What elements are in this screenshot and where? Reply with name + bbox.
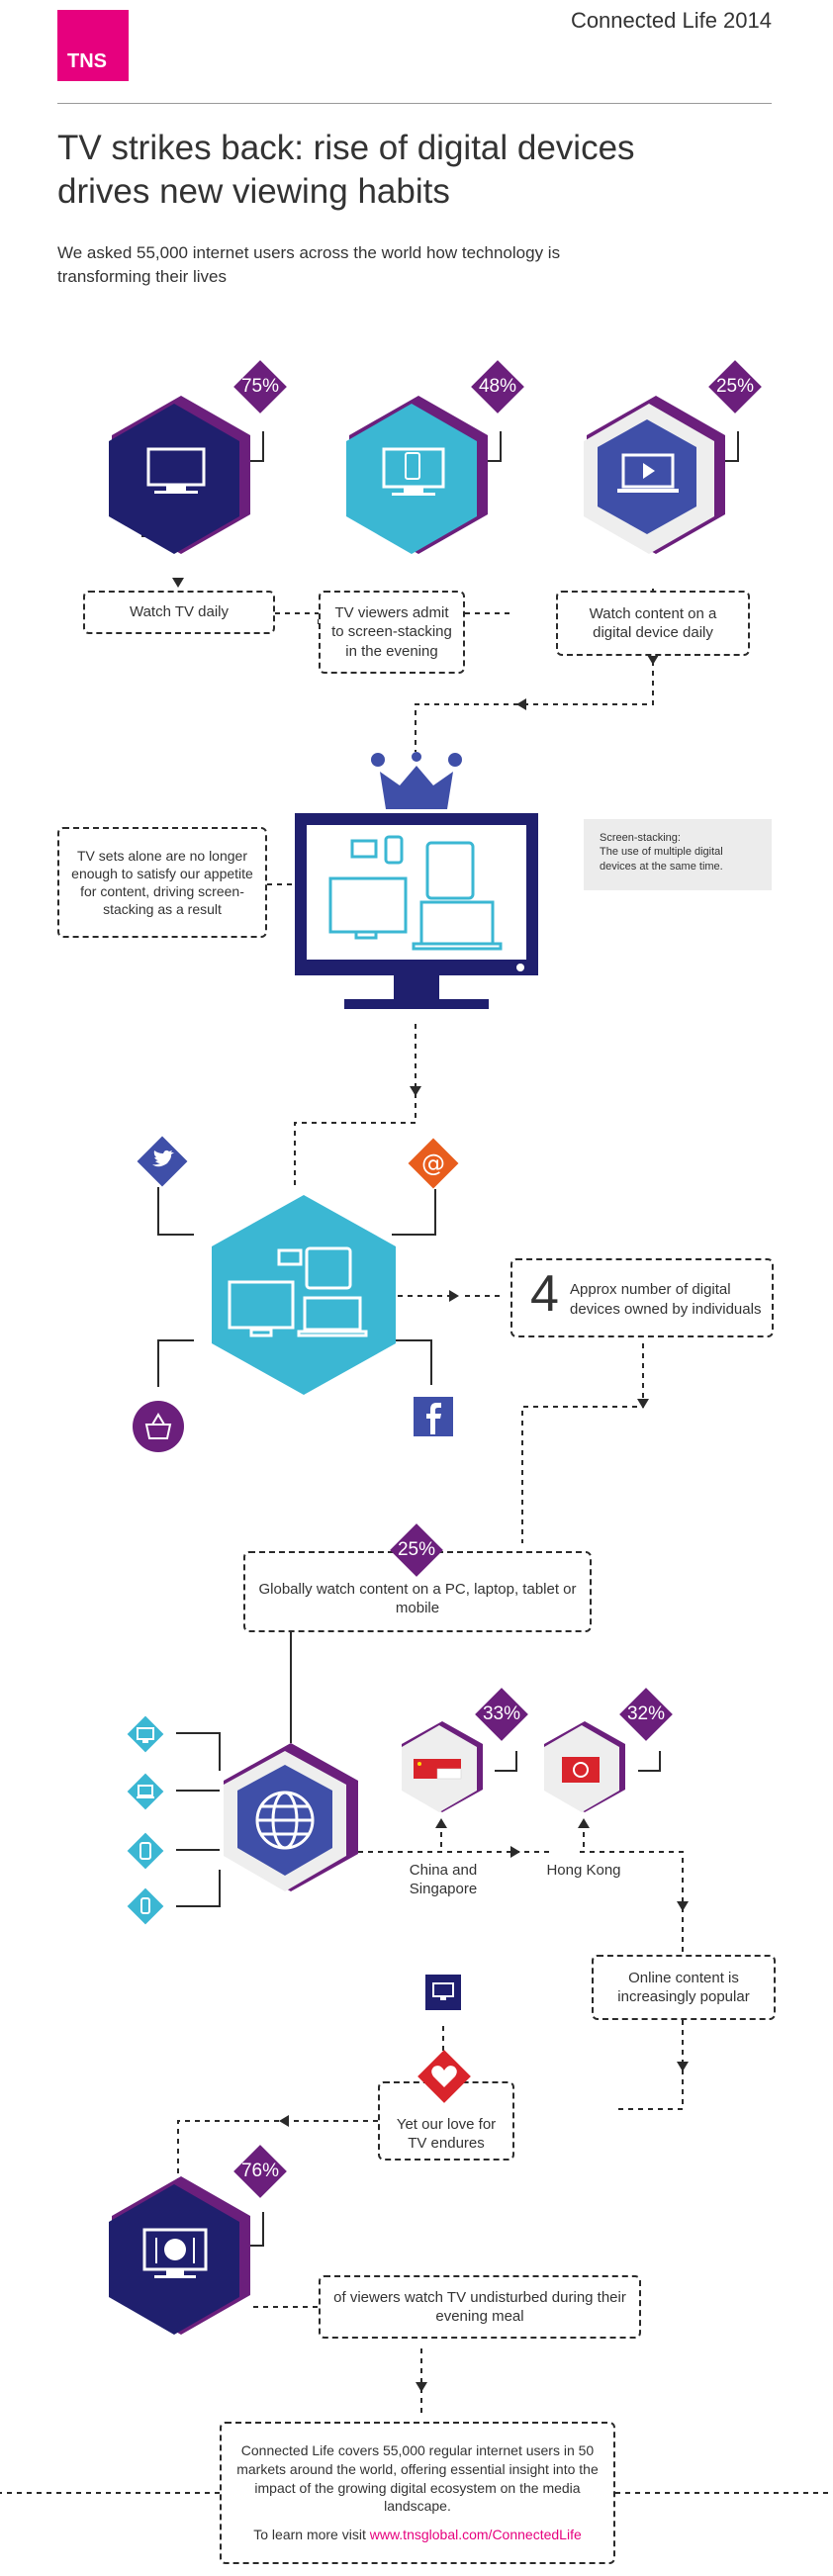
- tv-daily-percent: 75%: [233, 360, 287, 414]
- small-tv-icon: [425, 1975, 461, 2015]
- china-singapore-percent: 33%: [475, 1688, 528, 1741]
- hong-kong-percent: 32%: [619, 1688, 673, 1741]
- device-count-box: 4 Approx number of digital devices owned…: [510, 1258, 774, 1337]
- meal-hexagon: [107, 2176, 255, 2340]
- facebook-icon: [414, 1397, 453, 1441]
- phone-diamond-icon: [125, 1886, 166, 1932]
- at-icon: @: [406, 1136, 461, 1196]
- meal-box: of viewers watch TV undisturbed during t…: [319, 2275, 641, 2339]
- page-subtitle: We asked 55,000 internet users across th…: [57, 243, 561, 286]
- big-tv-icon: [295, 813, 538, 1026]
- china-singapore-hexagon: [400, 1721, 485, 1817]
- crown-icon: [370, 752, 463, 816]
- device-count-label: Approx number of digital devices owned b…: [570, 1281, 762, 1318]
- digital-device-percent: 25%: [708, 360, 762, 414]
- screen-stacking-hexagon: [344, 396, 493, 554]
- tns-logo: TNS: [57, 10, 129, 81]
- header-divider: [57, 103, 772, 104]
- footer-cta: To learn more visit www.tnsglobal.com/Co…: [253, 2526, 582, 2544]
- screen-stacking-percent: 48%: [471, 360, 524, 414]
- screen-stacking-definition: Screen-stacking: The use of multiple dig…: [584, 819, 772, 890]
- hong-kong-label: Hong Kong: [546, 1862, 621, 1879]
- online-popular-box: Online content is increasingly popular: [592, 1955, 776, 2020]
- screen-stacking-box: TV viewers admit to screen-stacking in t…: [319, 591, 465, 674]
- footer-box: Connected Life covers 55,000 regular int…: [220, 2422, 615, 2564]
- meal-percent: 76%: [233, 2145, 287, 2198]
- definition-title: Screen-stacking:: [600, 832, 681, 844]
- tv-not-enough-box: TV sets alone are no longer enough to sa…: [57, 827, 267, 938]
- tv-daily-hexagon: [107, 396, 255, 554]
- footer-body: Connected Life covers 55,000 regular int…: [236, 2441, 599, 2515]
- tablet-diamond-icon: [125, 1830, 166, 1877]
- device-count-number: 4: [530, 1265, 559, 1323]
- devices-hexagon: [210, 1195, 398, 1400]
- definition-body: The use of multiple digital devices at t…: [600, 846, 723, 873]
- watch-tv-daily-box: Watch TV daily: [83, 591, 275, 634]
- tv-diamond-icon: [125, 1713, 166, 1760]
- basket-icon: [131, 1399, 186, 1459]
- digital-device-hexagon: [582, 396, 730, 554]
- footer-link[interactable]: www.tnsglobal.com/ConnectedLife: [369, 2527, 582, 2543]
- tns-logo-text: TNS: [67, 50, 107, 72]
- svg-text:@: @: [421, 1150, 445, 1177]
- china-singapore-label: China and Singapore: [409, 1862, 478, 1897]
- heart-icon: [414, 2046, 475, 2112]
- watch-digital-device-box: Watch content on a digital device daily: [556, 591, 750, 656]
- footer-cta-prefix: To learn more visit: [253, 2527, 370, 2543]
- globe-hexagon: [222, 1743, 360, 1896]
- hong-kong-hexagon: [542, 1721, 627, 1817]
- laptop-diamond-icon: [125, 1771, 166, 1817]
- global-percent: 25%: [390, 1523, 443, 1577]
- page-title: TV strikes back: rise of digital devices…: [57, 129, 635, 211]
- twitter-icon: [135, 1134, 190, 1194]
- report-title: Connected Life 2014: [570, 8, 772, 33]
